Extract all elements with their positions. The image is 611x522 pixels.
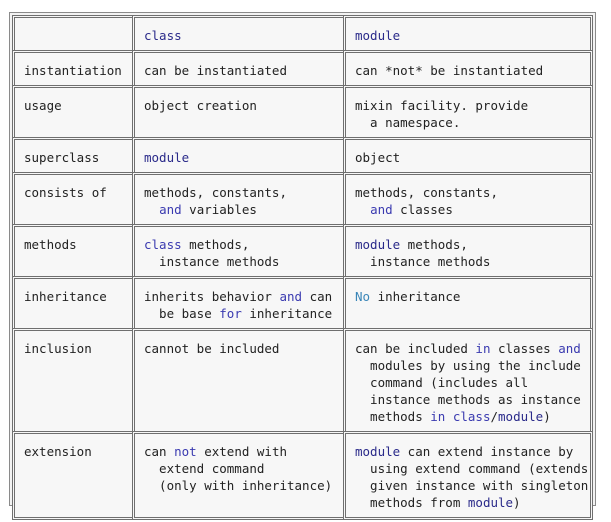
class-value-cell: methods, constants, and variables: [132, 172, 343, 224]
row-label-cell: inheritance: [12, 276, 132, 328]
class-value-cell: can be instantiated: [132, 50, 343, 85]
table-row: instantiation can be instantiated can *not…: [12, 50, 593, 85]
module-value-text: and: [370, 202, 393, 217]
class-value-text: and: [159, 202, 182, 217]
module-value-text: in: [430, 409, 446, 424]
module-value-text: module: [355, 237, 401, 252]
module-value-cell: module methods, instance methods: [343, 224, 593, 276]
class-value-cell: inherits behavior and can be base for in…: [132, 276, 343, 328]
class-value-text: not: [174, 444, 197, 459]
module-value-cell: No inheritance: [343, 276, 593, 328]
module-value-text: ): [543, 409, 551, 424]
class-value-text: object creation: [144, 98, 257, 113]
header-class-cell: class: [132, 15, 343, 50]
class-value-cell: class methods, instance methods: [132, 224, 343, 276]
table-row: usage object creation mixin facility. prov…: [12, 85, 593, 137]
header-corner-cell: [12, 15, 132, 50]
module-value-text: /: [490, 409, 499, 424]
table-row: inclusion cannot be included can be includ…: [12, 328, 593, 431]
class-value-cell: module: [132, 137, 343, 172]
class-value-text: variables: [181, 202, 257, 217]
row-label-cell: usage: [12, 85, 132, 137]
row-label-cell: consists of: [12, 172, 132, 224]
module-value-text: object: [355, 150, 401, 165]
table-row: superclass module object: [12, 137, 593, 172]
class-value-text: inherits behavior: [144, 289, 280, 304]
table-header-row: class module: [12, 15, 593, 50]
module-value-text: can be included: [355, 341, 476, 356]
class-value-text: can: [144, 444, 175, 459]
header-class-label: class: [144, 28, 182, 43]
module-value-cell: can be included in classes and modules b…: [343, 328, 593, 431]
module-value-cell: module can extend instance by using exte…: [343, 431, 593, 520]
module-value-text: module: [498, 409, 544, 424]
module-value-text: class: [452, 409, 491, 424]
class-value-text: methods, instance methods: [159, 237, 280, 269]
header-module-label: module: [355, 28, 401, 43]
module-value-text: No: [355, 289, 371, 304]
module-value-text: and: [558, 341, 581, 356]
module-value-text: modules by using the include command (in…: [370, 358, 581, 424]
class-value-cell: can not extend with extend command (only…: [132, 431, 343, 520]
module-value-text: ): [513, 495, 521, 510]
module-value-text: [445, 409, 453, 424]
module-value-cell: can *not* be instantiated: [343, 50, 593, 85]
class-value-cell: object creation: [132, 85, 343, 137]
module-value-cell: mixin facility. provide a namespace.: [343, 85, 593, 137]
row-label-cell: superclass: [12, 137, 132, 172]
module-value-text: classes: [392, 202, 453, 217]
class-value-text: can be base: [159, 289, 333, 321]
row-label-cell: instantiation: [12, 50, 132, 85]
module-value-text: module: [355, 444, 401, 459]
class-value-text: for: [219, 306, 242, 321]
row-label-cell: extension: [12, 431, 132, 520]
module-value-text: methods, instance methods: [370, 237, 491, 269]
module-value-text: can extend instance by using extend comm…: [370, 444, 589, 510]
header-module-cell: module: [343, 15, 593, 50]
row-label-cell: methods: [12, 224, 132, 276]
class-value-text: can be instantiated: [144, 63, 287, 78]
class-value-text: extend with extend command (only with in…: [159, 444, 333, 493]
module-value-text: mixin facility. provide a namespace.: [355, 98, 529, 130]
class-value-cell: cannot be included: [132, 328, 343, 431]
module-value-text: inheritance: [370, 289, 461, 304]
comparison-table: class module instantiation can be instant…: [12, 15, 593, 520]
module-value-text: classes: [490, 341, 559, 356]
module-value-text: methods, constants,: [355, 185, 498, 200]
class-value-text: class: [144, 237, 182, 252]
module-value-cell: object: [343, 137, 593, 172]
module-value-text: can *not* be instantiated: [355, 63, 544, 78]
class-value-text: methods, constants,: [144, 185, 287, 200]
module-value-text: module: [467, 495, 514, 510]
module-value-text: in: [475, 341, 491, 356]
module-value-cell: methods, constants, and classes: [343, 172, 593, 224]
class-value-text: and: [279, 289, 303, 304]
class-value-text: inheritance: [241, 306, 333, 321]
class-value-text: cannot be included: [144, 341, 280, 356]
class-value-text: module: [144, 150, 190, 165]
row-label-cell: inclusion: [12, 328, 132, 431]
